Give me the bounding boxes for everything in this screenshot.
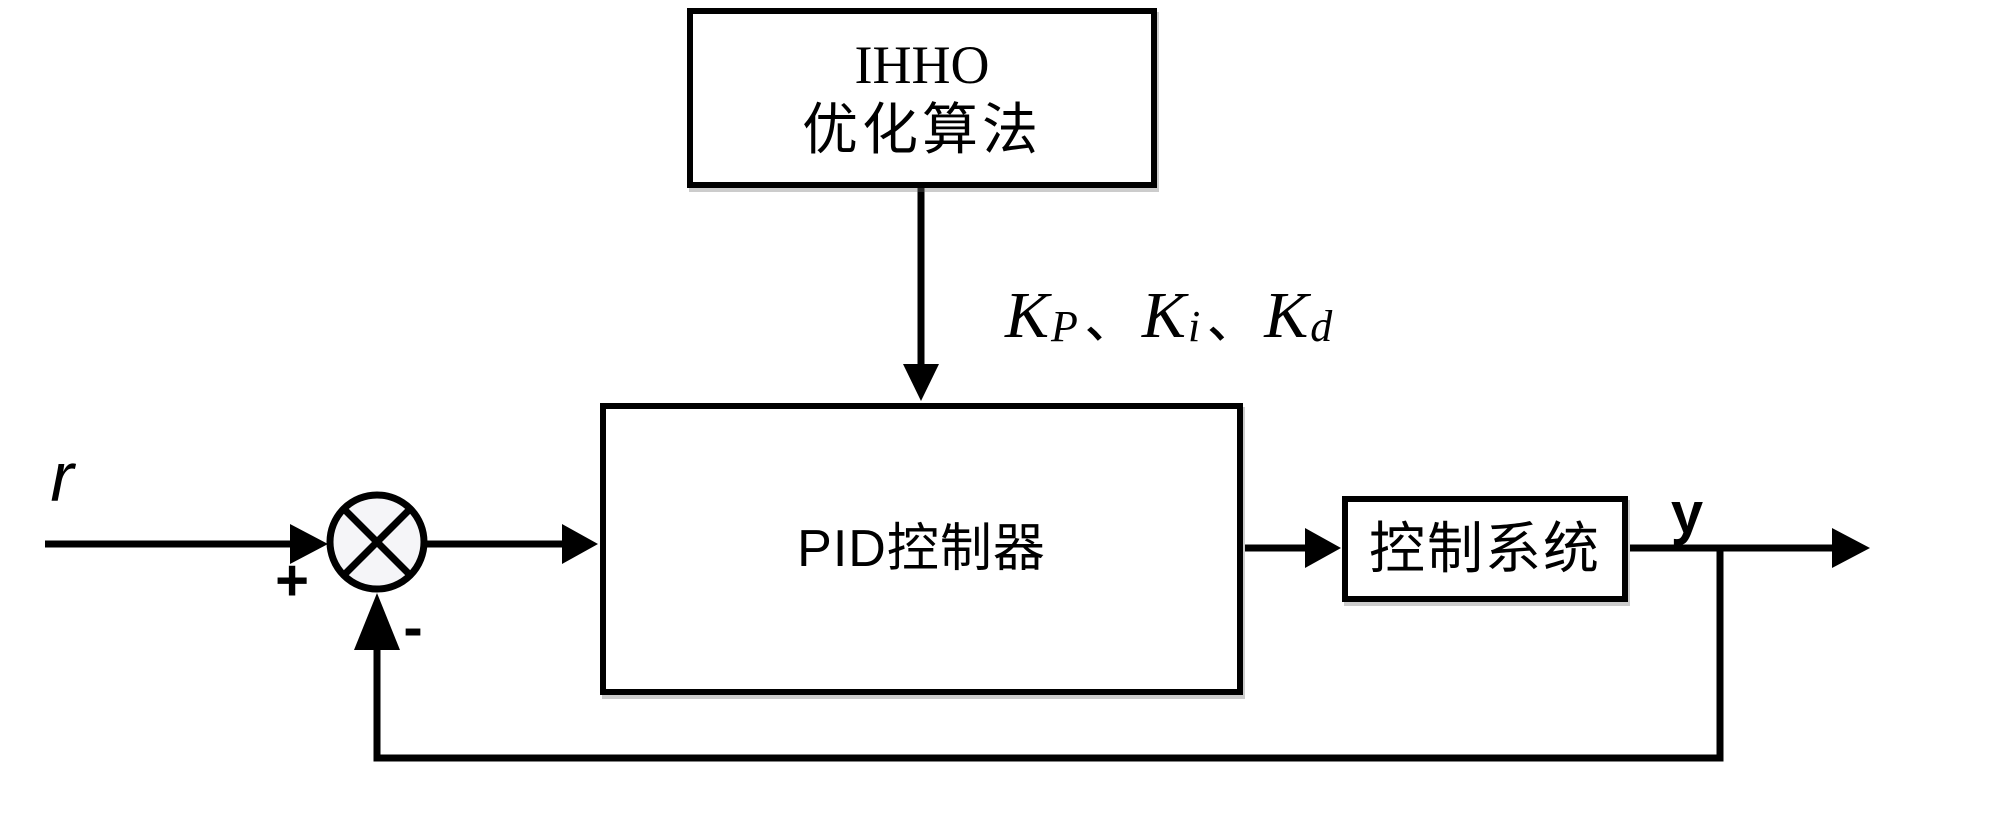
- minus-sign-label: -: [403, 595, 423, 660]
- gain-kp-sub: P: [1051, 302, 1078, 351]
- feedback-path: [373, 548, 1724, 762]
- pid-controller-block: PID控制器: [600, 403, 1243, 695]
- summing-junction-cross-2: [340, 505, 414, 579]
- gain-kd-base: K: [1264, 279, 1309, 352]
- reference-signal-label: r: [50, 438, 74, 516]
- plus-sign-label: +: [275, 548, 309, 613]
- gain-ki-sub: i: [1187, 302, 1201, 351]
- gain-kd-sub: d: [1310, 302, 1333, 351]
- optimizer-block: IHHO 优化算法: [687, 8, 1157, 188]
- control-system-block: 控制系统: [1342, 496, 1628, 602]
- control-system-label: 控制系统: [1369, 517, 1601, 580]
- gains-arrowhead-icon: [903, 364, 939, 401]
- gains-separator-1: 、: [1085, 298, 1130, 347]
- reference-arrowhead-icon: [290, 524, 328, 564]
- gains-separator-2: 、: [1208, 298, 1253, 347]
- pid-controller-label: PID控制器: [797, 520, 1046, 578]
- control-arrowhead-icon: [1305, 528, 1341, 568]
- feedback-arrowhead-icon: [354, 593, 400, 650]
- output-signal-label: y: [1670, 481, 1704, 546]
- gain-ki-base: K: [1141, 279, 1186, 352]
- error-arrowhead-icon: [562, 524, 598, 564]
- optimizer-name: IHHO: [854, 35, 990, 95]
- optimizer-subtitle: 优化算法: [802, 98, 1042, 161]
- pid-gains-label: KP、Ki、Kd: [1005, 283, 1332, 349]
- output-arrowhead-icon: [1832, 528, 1870, 568]
- gain-kp-base: K: [1005, 279, 1050, 352]
